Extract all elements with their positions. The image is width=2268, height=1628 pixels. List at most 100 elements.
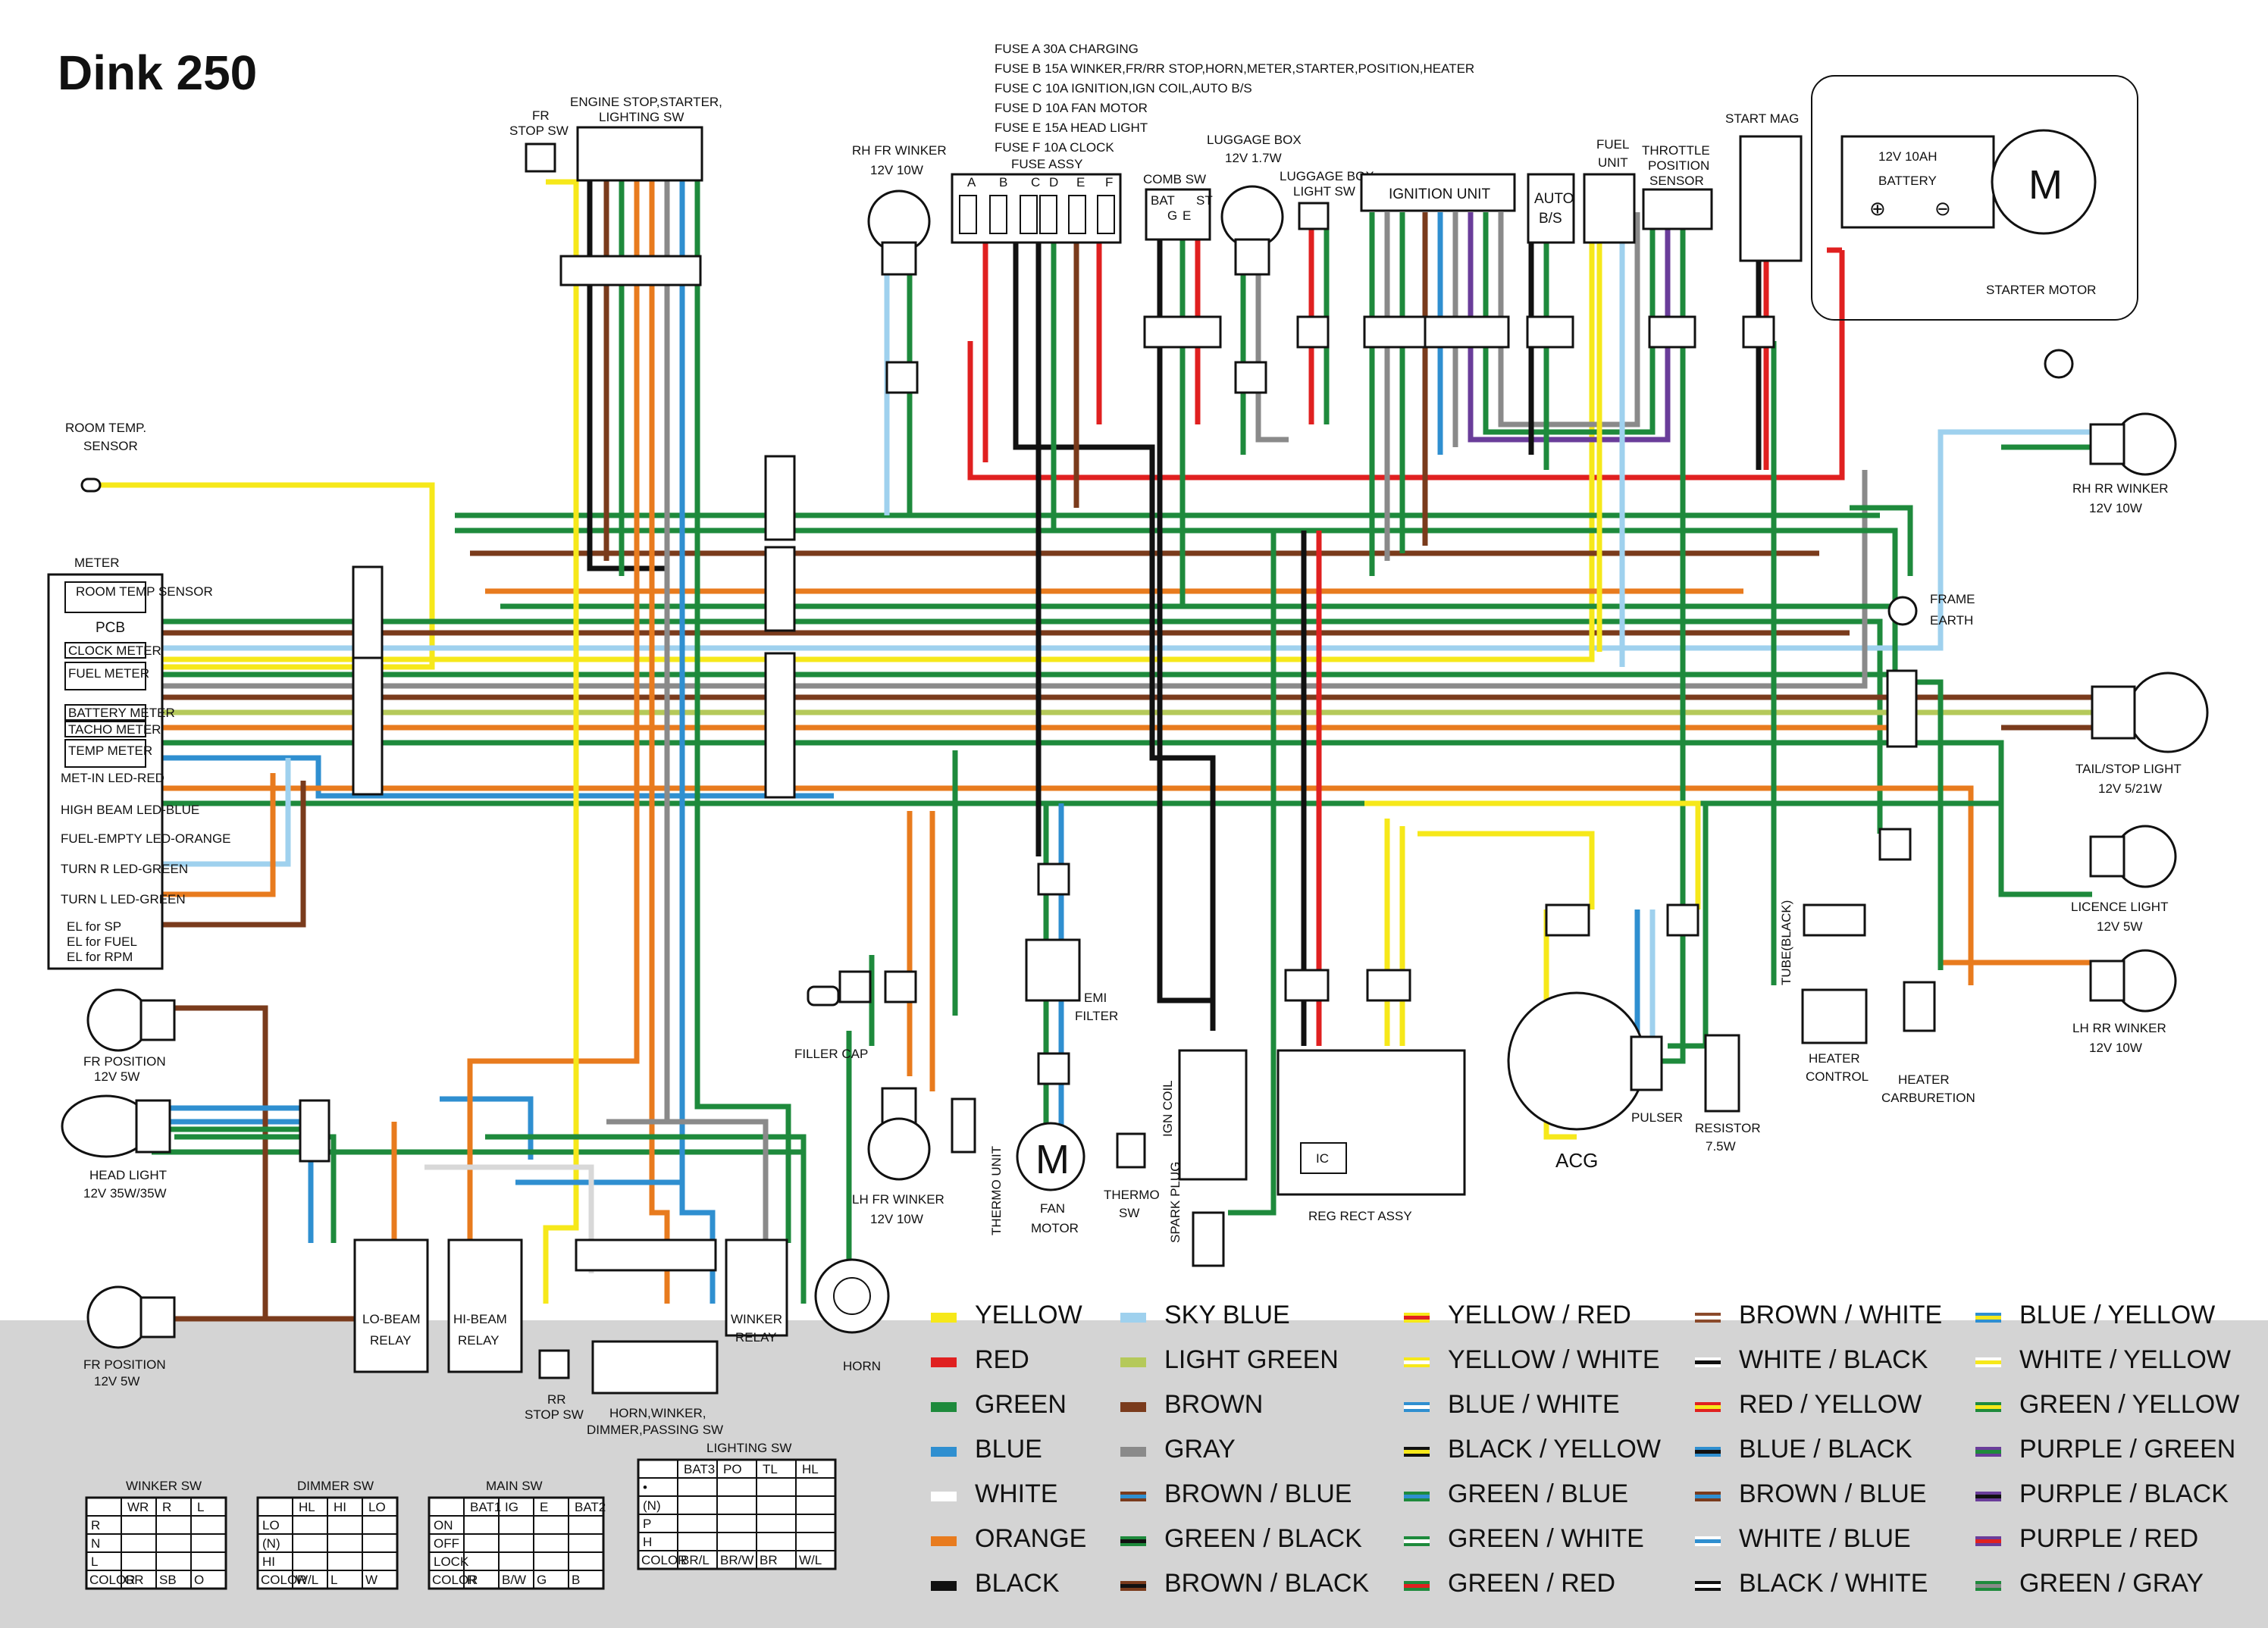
- switch-table-row-label: P: [643, 1517, 651, 1531]
- legend-swatch: [931, 1357, 957, 1367]
- switch-table-color: O: [194, 1573, 204, 1587]
- legend-swatch-stripe: [1404, 1360, 1430, 1364]
- switch-table-header: BAT1: [470, 1500, 501, 1514]
- svg-text:FUSE F 10A CLOCK: FUSE F 10A CLOCK: [995, 140, 1114, 155]
- legend-label: BLUE / WHITE: [1448, 1390, 1620, 1419]
- legend-label: BLACK / YELLOW: [1448, 1435, 1661, 1464]
- svg-text:BATTERY: BATTERY: [1878, 174, 1937, 188]
- svg-text:COMB SW: COMB SW: [1143, 172, 1206, 186]
- head-light: HEAD LIGHT 12V 35W/35W: [61, 1094, 171, 1201]
- svg-text:RH FR WINKER: RH FR WINKER: [852, 143, 947, 158]
- legend-label: WHITE: [975, 1479, 1058, 1508]
- fuse-legend: FUSE A 30A CHARGING FUSE B 15A WINKER,FR…: [995, 42, 1474, 155]
- svg-text:LUGGAGE BOX: LUGGAGE BOX: [1280, 169, 1374, 183]
- acg: ACG: [1507, 991, 1646, 1172]
- legend-swatch: [1120, 1357, 1146, 1367]
- switch-table-header: WR: [127, 1500, 149, 1514]
- svg-text:E: E: [1183, 208, 1191, 223]
- legend-label: GREEN / RED: [1448, 1569, 1615, 1598]
- switch-table-color: G: [537, 1573, 547, 1587]
- switch-table-color: COLOR: [432, 1573, 478, 1587]
- reg-rect-assy: IC REG RECT ASSY: [1277, 1049, 1466, 1223]
- svg-text:FR: FR: [532, 108, 550, 123]
- auto-bs: AUTO B/S: [1527, 173, 1575, 244]
- rh-rr-winker: RH RR WINKER 12V 10W: [2072, 412, 2177, 515]
- tube-black: TUBE(BLACK): [1779, 900, 1793, 985]
- svg-text:SENSOR: SENSOR: [83, 439, 138, 453]
- svg-text:B/S: B/S: [1539, 211, 1562, 227]
- legend-label: WHITE / YELLOW: [2019, 1345, 2231, 1374]
- legend-swatch: [931, 1536, 957, 1546]
- switch-table-title: WINKER SW: [126, 1479, 202, 1493]
- svg-text:12V 10W: 12V 10W: [2089, 1041, 2142, 1055]
- svg-text:FUSE A 30A CHARGING: FUSE A 30A CHARGING: [995, 42, 1139, 56]
- svg-text:7.5W: 7.5W: [1706, 1139, 1736, 1154]
- fuel-unit: FUEL UNIT: [1583, 137, 1636, 244]
- svg-text:⊕: ⊕: [1869, 197, 1886, 220]
- legend-swatch-stripe: [1120, 1584, 1146, 1588]
- svg-text:M: M: [1035, 1137, 1070, 1182]
- svg-text:IGNITION UNIT: IGNITION UNIT: [1389, 186, 1490, 202]
- switch-table-row-label: (N): [643, 1498, 661, 1513]
- svg-text:SW: SW: [1119, 1206, 1139, 1220]
- svg-text:E: E: [1076, 175, 1085, 189]
- horn: HORN: [814, 1258, 890, 1373]
- switch-table-header: IG: [505, 1500, 518, 1514]
- connectors: [299, 255, 1918, 1272]
- svg-text:FUEL: FUEL: [1596, 137, 1629, 152]
- thermo-switch: THERMO SW: [1104, 1132, 1160, 1220]
- svg-text:⊖: ⊖: [1934, 197, 1951, 220]
- svg-text:HORN,WINKER,: HORN,WINKER,: [609, 1406, 706, 1420]
- starter-motor: M STARTER MOTOR: [1986, 129, 2097, 379]
- svg-text:12V 5W: 12V 5W: [2097, 919, 2142, 934]
- ign-coil: IGN COIL: [1161, 1049, 1248, 1181]
- svg-text:BATTERY METER: BATTERY METER: [68, 706, 175, 720]
- legend-label: BROWN / BLUE: [1739, 1479, 1926, 1508]
- switch-table-color: BR: [760, 1553, 778, 1567]
- svg-text:TEMP METER: TEMP METER: [68, 744, 152, 758]
- legend-label: BROWN / BLACK: [1164, 1569, 1369, 1598]
- hi-beam-relay: HI-BEAM RELAY: [447, 1238, 523, 1373]
- svg-text:EARTH: EARTH: [1930, 613, 1973, 628]
- legend-swatch-stripe: [1404, 1584, 1430, 1588]
- spark-plug: SPARK PLUG: [1168, 1162, 1225, 1267]
- legend-swatch-stripe: [1695, 1450, 1721, 1454]
- ignition-unit: IGNITION UNIT: [1360, 173, 1516, 212]
- legend-swatch: [1120, 1447, 1146, 1457]
- svg-text:ACG: ACG: [1555, 1149, 1598, 1172]
- svg-text:ROOM TEMP.: ROOM TEMP.: [65, 421, 146, 435]
- svg-text:POSITION: POSITION: [1648, 158, 1709, 173]
- svg-text:RELAY: RELAY: [735, 1330, 777, 1345]
- legend-swatch-stripe: [1975, 1405, 2001, 1409]
- switch-table-row-label: R: [91, 1518, 100, 1533]
- legend-label: SKY BLUE: [1164, 1301, 1290, 1329]
- svg-text:EL for FUEL: EL for FUEL: [67, 935, 137, 949]
- legend-swatch-stripe: [1695, 1584, 1721, 1588]
- svg-text:START MAG: START MAG: [1725, 111, 1799, 126]
- svg-text:12V 1.7W: 12V 1.7W: [1225, 151, 1282, 165]
- legend-label: WHITE / BLUE: [1739, 1524, 1911, 1553]
- switch-table-row-label: ON: [434, 1518, 453, 1533]
- legend-swatch: [1120, 1313, 1146, 1323]
- svg-text:FUSE ASSY: FUSE ASSY: [1011, 157, 1082, 171]
- svg-text:UNIT: UNIT: [1598, 155, 1628, 170]
- legend-swatch-stripe: [1975, 1539, 2001, 1543]
- legend-swatch: [931, 1492, 957, 1501]
- lh-rr-winker: LH RR WINKER 12V 10W: [2072, 949, 2177, 1055]
- legend-label: ORANGE: [975, 1524, 1086, 1553]
- svg-text:M: M: [2028, 162, 2063, 208]
- switch-table-header: HL: [802, 1462, 819, 1476]
- tail-stop-light: TAIL/STOP LIGHT 12V 5/21W: [2075, 672, 2209, 796]
- diagram-title: Dink 250: [58, 45, 257, 100]
- svg-text:TURN L LED-GREEN: TURN L LED-GREEN: [61, 892, 186, 906]
- svg-text:12V 10W: 12V 10W: [2089, 501, 2142, 515]
- legend-label: RED / YELLOW: [1739, 1390, 1922, 1419]
- svg-text:SPARK PLUG: SPARK PLUG: [1168, 1162, 1183, 1243]
- svg-text:TUBE(BLACK): TUBE(BLACK): [1779, 900, 1793, 985]
- svg-text:CONTROL: CONTROL: [1806, 1069, 1869, 1084]
- svg-text:FRAME: FRAME: [1930, 592, 1975, 606]
- svg-text:THERMO: THERMO: [1104, 1188, 1160, 1202]
